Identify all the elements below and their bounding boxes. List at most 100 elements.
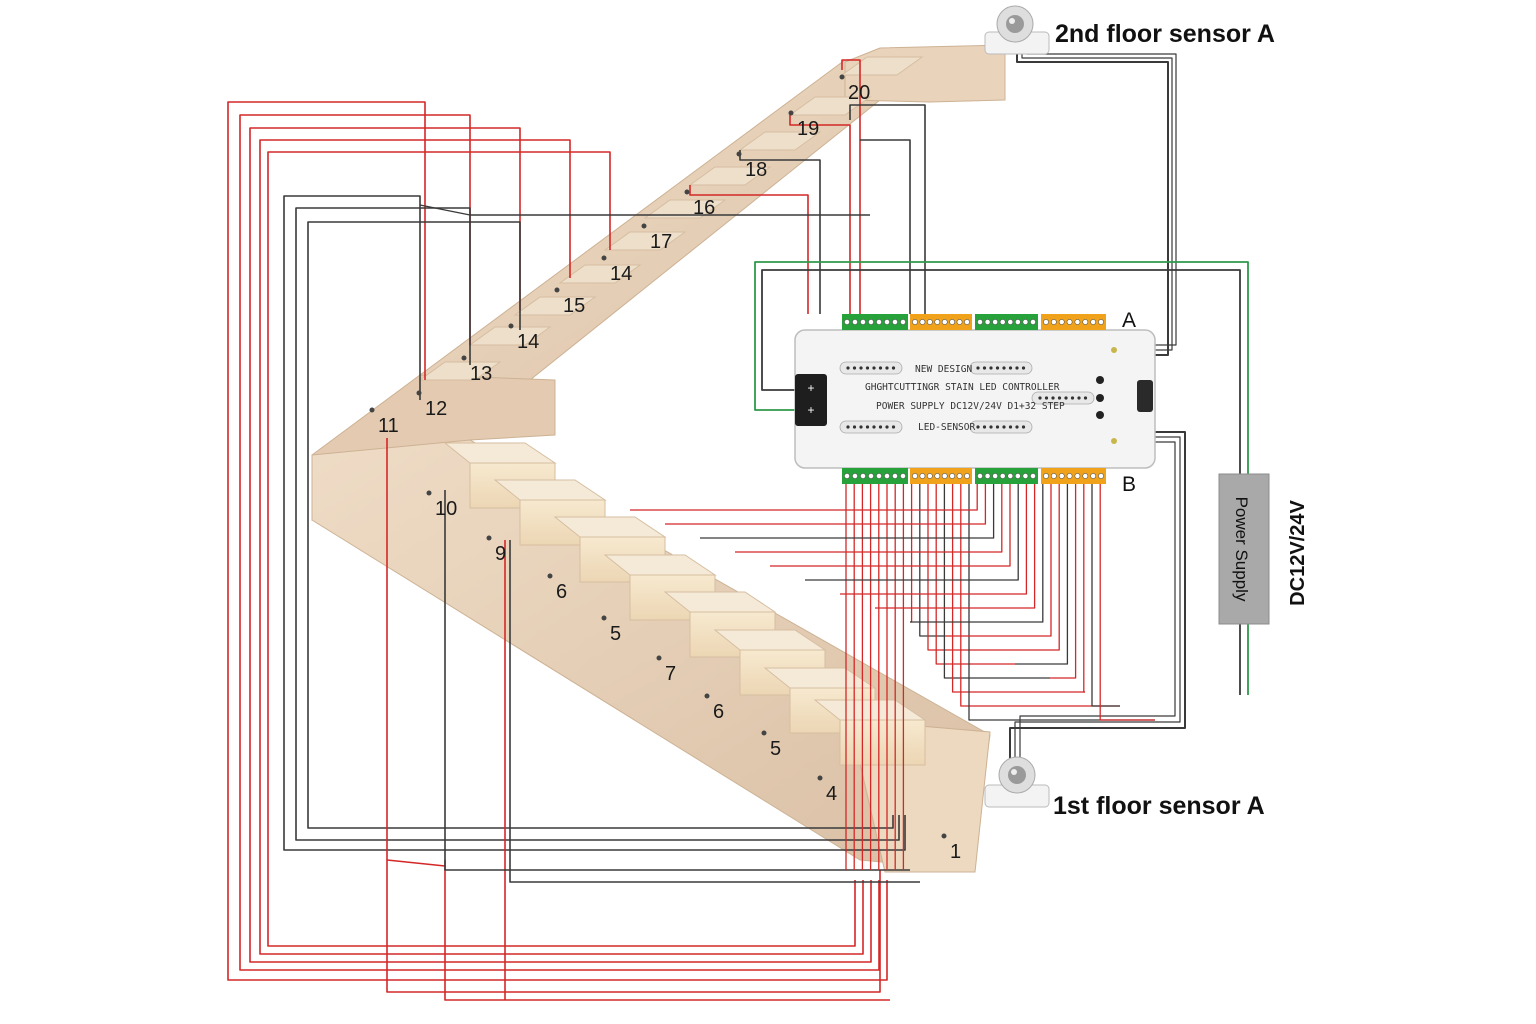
wire [770,484,1011,567]
wire [630,484,978,511]
step-number: 11 [378,415,399,437]
wire [239,114,880,971]
wire [1050,484,1077,679]
sensor-port [1137,380,1153,412]
power-supply-label: Power Supply [1232,497,1251,602]
controller-line2: GHGHTCUTTINGR STAIN LED CONTROLLER [865,382,1060,393]
terminal-bottom-1 [842,468,908,484]
lower-tread-top [713,629,827,651]
wires [227,45,1249,1001]
wire [386,859,446,867]
wire [267,151,856,947]
upper-tread [603,231,687,251]
wire [951,484,1085,693]
wire [386,438,881,993]
wire [509,540,920,883]
wire [1083,484,1085,693]
wire [249,127,872,963]
step-number: 7 [665,663,676,685]
wire [735,484,1003,553]
wire [1099,484,1155,721]
step-number: 6 [713,701,724,723]
wire [849,104,926,314]
lower-tread-top [603,554,717,576]
controller-line1: NEW DESIGN [915,364,972,375]
step-number: 4 [826,783,837,805]
terminal-top-2 [910,314,972,330]
wire [927,484,980,651]
sensor-top [984,5,1050,55]
led-strip-dot [601,615,607,621]
terminal-top-3 [975,314,1038,330]
wire [910,484,1044,623]
led-strip-dot [641,223,647,229]
wire [860,139,911,314]
step-number: 6 [556,581,567,603]
led-strip-dot [656,655,662,661]
led-strip-dot [486,535,492,541]
step-number: 12 [425,398,447,420]
led-strip-dot [547,573,553,579]
wire [295,207,900,841]
led-strip-dot [761,730,767,736]
sensor-bottom [984,756,1050,808]
led-strip-dot [601,255,607,261]
upper-tread [558,264,642,284]
lower-tread-top [553,516,667,538]
wire [227,101,888,981]
step-number: 17 [650,231,672,253]
led-strip-dot [941,833,947,839]
wire [1091,484,1120,707]
wire [665,484,987,525]
wire [968,484,1155,721]
lower-tread-top [763,667,877,689]
led-strip-dot [508,323,514,329]
upper-tread [840,56,924,76]
step-number: 19 [797,118,819,140]
wire [910,484,913,623]
terminal-top-1 [842,314,908,330]
wire [1021,45,1173,351]
led-strip-dot [704,693,710,699]
lower-tread-top [663,591,777,613]
step-number: 16 [693,197,715,219]
label-port-b: B [1122,473,1136,496]
power-input-terminal [795,374,827,426]
wire [935,484,1015,665]
wire [283,195,906,851]
label-port-a: A [1122,309,1136,332]
wire [419,204,870,216]
wire [1009,431,1186,760]
wire [259,139,864,955]
svg-text:+: + [807,403,814,417]
led-strip-dot [736,151,742,157]
label-sensor-top: 2nd floor sensor A [1055,20,1275,48]
controller-line4: LED-SENSOR [918,422,975,433]
upper-tread [418,361,502,381]
wire [444,490,910,871]
wire [307,221,894,829]
terminal-bottom-3 [975,468,1038,484]
step-number: 18 [745,159,767,181]
step-number: 1 [950,841,961,863]
wire [1026,45,1177,346]
controller-line3: POWER SUPPLY DC12V/24V D1+32 STEP [876,401,1065,412]
wire [805,484,1019,581]
step-number: 5 [610,623,621,645]
power-supply: Power Supply [1218,473,1270,625]
step-number: 14 [517,331,539,353]
wire [1014,436,1181,760]
wire [945,484,1052,637]
step-number: 14 [610,263,632,285]
led-strip-dot [684,189,690,195]
wire [789,115,851,314]
label-voltage: DC12V/24V [1287,500,1309,606]
upper-tread [643,199,727,219]
wire [943,484,1050,679]
upper-tread [468,326,552,346]
step-number: 10 [435,498,457,520]
wire [980,484,1060,651]
label-sensor-bottom: 1st floor sensor A [1053,792,1265,820]
